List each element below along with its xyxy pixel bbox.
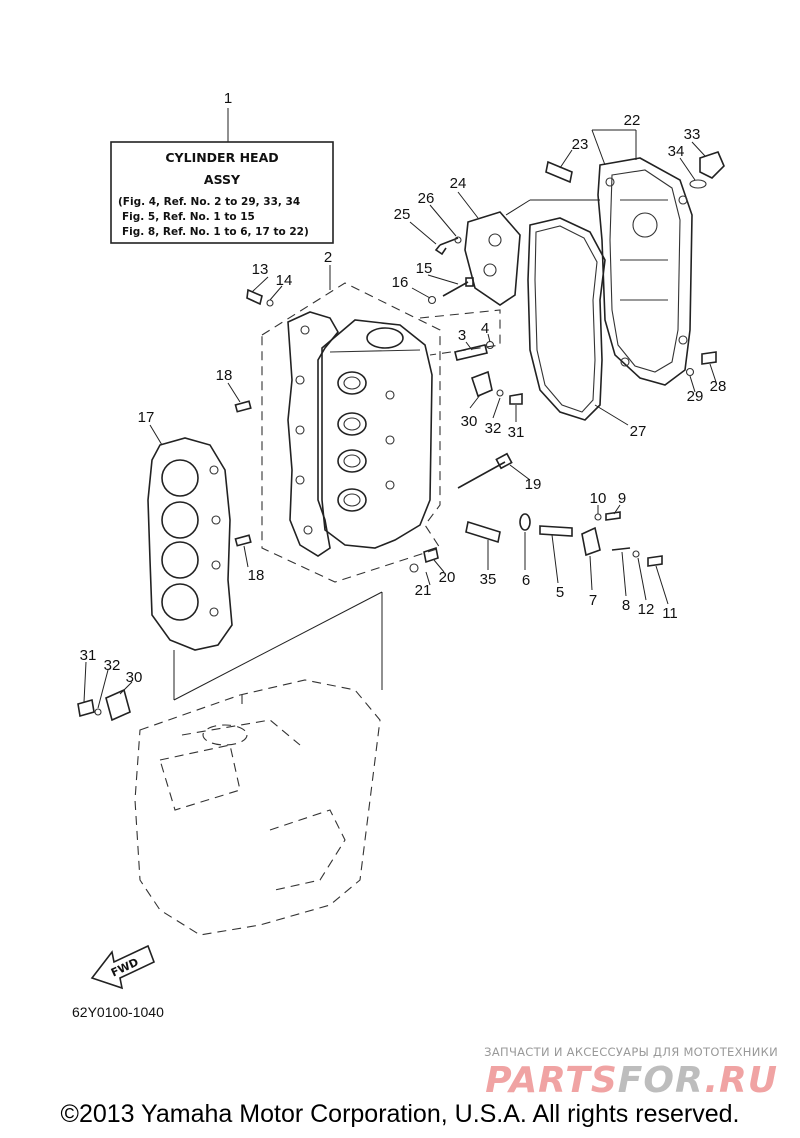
callout-18-upper: 18 xyxy=(216,367,233,384)
callout-20: 20 xyxy=(439,569,456,586)
fwd-arrow: FWD xyxy=(90,944,156,990)
callout-21: 21 xyxy=(415,582,432,599)
box-ref-line2: Fig. 5, Ref. No. 1 to 15 xyxy=(122,211,255,223)
callout-2: 2 xyxy=(324,249,332,266)
callout-25: 25 xyxy=(394,206,411,223)
callout-29: 29 xyxy=(687,388,704,405)
callout-6: 6 xyxy=(522,572,530,589)
callout-16: 16 xyxy=(392,274,409,291)
box-ref-line3: Fig. 8, Ref. No. 1 to 6, 17 to 22) xyxy=(122,226,309,238)
callout-31-upper: 31 xyxy=(508,424,525,441)
callout-35: 35 xyxy=(480,571,497,588)
callout-32-lower: 32 xyxy=(104,657,121,674)
callout-labels: 1 2 3 4 5 6 7 8 9 10 11 12 13 14 15 16 1… xyxy=(80,90,727,686)
callout-15: 15 xyxy=(416,260,433,277)
watermark-brand-part3: .RU xyxy=(704,1060,778,1101)
callout-33: 33 xyxy=(684,126,701,143)
callout-19: 19 xyxy=(525,476,542,493)
callout-12: 12 xyxy=(638,601,655,618)
callout-5: 5 xyxy=(556,584,564,601)
callout-28: 28 xyxy=(710,378,727,395)
callout-17: 17 xyxy=(138,409,155,426)
callout-3: 3 xyxy=(458,327,466,344)
callout-10: 10 xyxy=(590,490,607,507)
assy-label-box: CYLINDER HEAD ASSY (Fig. 4, Ref. No. 2 t… xyxy=(110,108,334,244)
cylinder-head xyxy=(287,311,433,557)
callout-23: 23 xyxy=(572,136,589,153)
callout-18-lower: 18 xyxy=(248,567,265,584)
watermark-brand-part2: FOR xyxy=(618,1060,705,1101)
callout-22: 22 xyxy=(624,112,641,129)
align-line xyxy=(173,591,383,701)
watermark-tagline: ЗАПЧАСТИ И АКСЕССУАРЫ ДЛЯ МОТОТЕХНИКИ xyxy=(484,1045,778,1059)
callout-14: 14 xyxy=(276,272,293,289)
callout-8: 8 xyxy=(622,597,630,614)
callout-30-lower: 30 xyxy=(126,669,143,686)
callout-32-upper: 32 xyxy=(485,420,502,437)
watermark: ЗАПЧАСТИ И АКСЕССУАРЫ ДЛЯ МОТОТЕХНИКИ PA… xyxy=(484,1045,778,1101)
callout-1: 1 xyxy=(224,90,232,107)
box-title-line1: CYLINDER HEAD xyxy=(165,150,278,165)
callout-30-upper: 30 xyxy=(461,413,478,430)
leader-lines xyxy=(83,129,717,709)
cylinder-block-outline xyxy=(134,679,381,936)
diagram-code: 62Y0100-1040 xyxy=(72,1004,164,1020)
watermark-brand-part1: PARTS xyxy=(485,1060,618,1101)
cover-gasket xyxy=(464,211,521,306)
exhaust-cover xyxy=(597,157,693,386)
callout-31-lower: 31 xyxy=(80,647,97,664)
callout-7: 7 xyxy=(589,592,597,609)
callout-13: 13 xyxy=(252,261,269,278)
box-ref-line1: (Fig. 4, Ref. No. 2 to 29, 33, 34 xyxy=(118,196,300,208)
callout-26: 26 xyxy=(418,190,435,207)
callout-27: 27 xyxy=(630,423,647,440)
box-title-line2: ASSY xyxy=(204,172,241,187)
callout-4: 4 xyxy=(481,320,489,337)
watermark-brand: PARTSFOR.RU xyxy=(485,1060,778,1101)
callout-24: 24 xyxy=(450,175,467,192)
callout-9: 9 xyxy=(618,490,626,507)
exhaust-gasket-ring xyxy=(527,217,606,421)
callout-11: 11 xyxy=(662,605,678,622)
callout-34: 34 xyxy=(668,143,685,160)
copyright-footer: ©2013 Yamaha Motor Corporation, U.S.A. A… xyxy=(60,1100,740,1128)
head-gasket xyxy=(147,437,233,651)
